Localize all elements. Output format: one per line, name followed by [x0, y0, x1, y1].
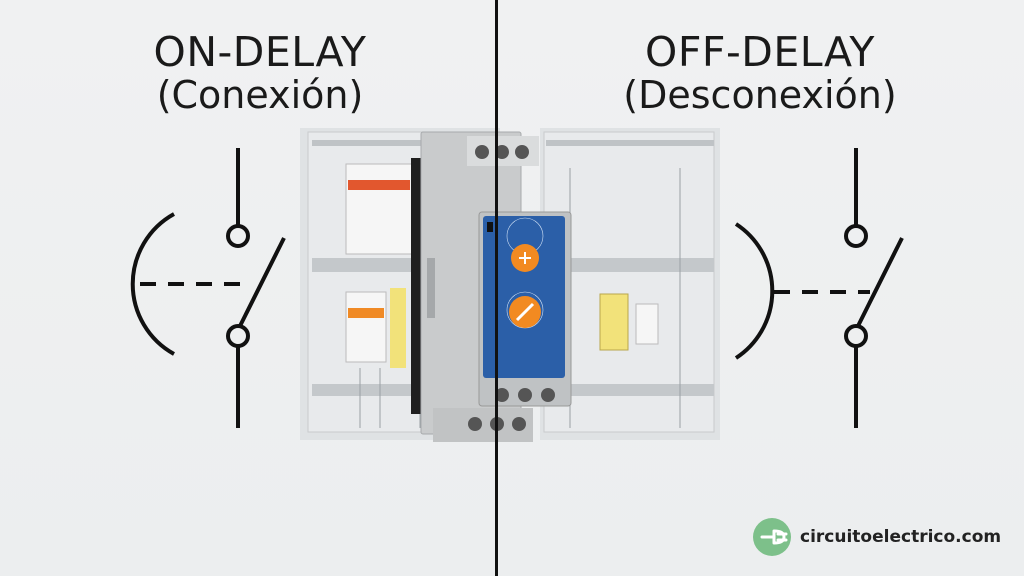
off-delay-contact-symbol [734, 148, 904, 428]
off-delay-title: OFF-DELAY [645, 28, 875, 76]
on-delay-contact-symbol [130, 148, 286, 428]
brand-text: circuitoelectrico.com [800, 527, 1002, 547]
brand-watermark: circuitoelectrico.com [752, 515, 1001, 559]
plug-leaf-icon [753, 518, 791, 556]
off-delay-heading: OFF-DELAY (Desconexión) [560, 28, 960, 118]
on-delay-heading: ON-DELAY (Conexión) [60, 28, 460, 118]
timer-relay [411, 131, 572, 442]
on-delay-subtitle: (Conexión) [156, 73, 364, 118]
on-delay-title: ON-DELAY [153, 28, 367, 76]
off-delay-subtitle: (Desconexión) [623, 73, 897, 118]
center-divider [495, 0, 498, 576]
